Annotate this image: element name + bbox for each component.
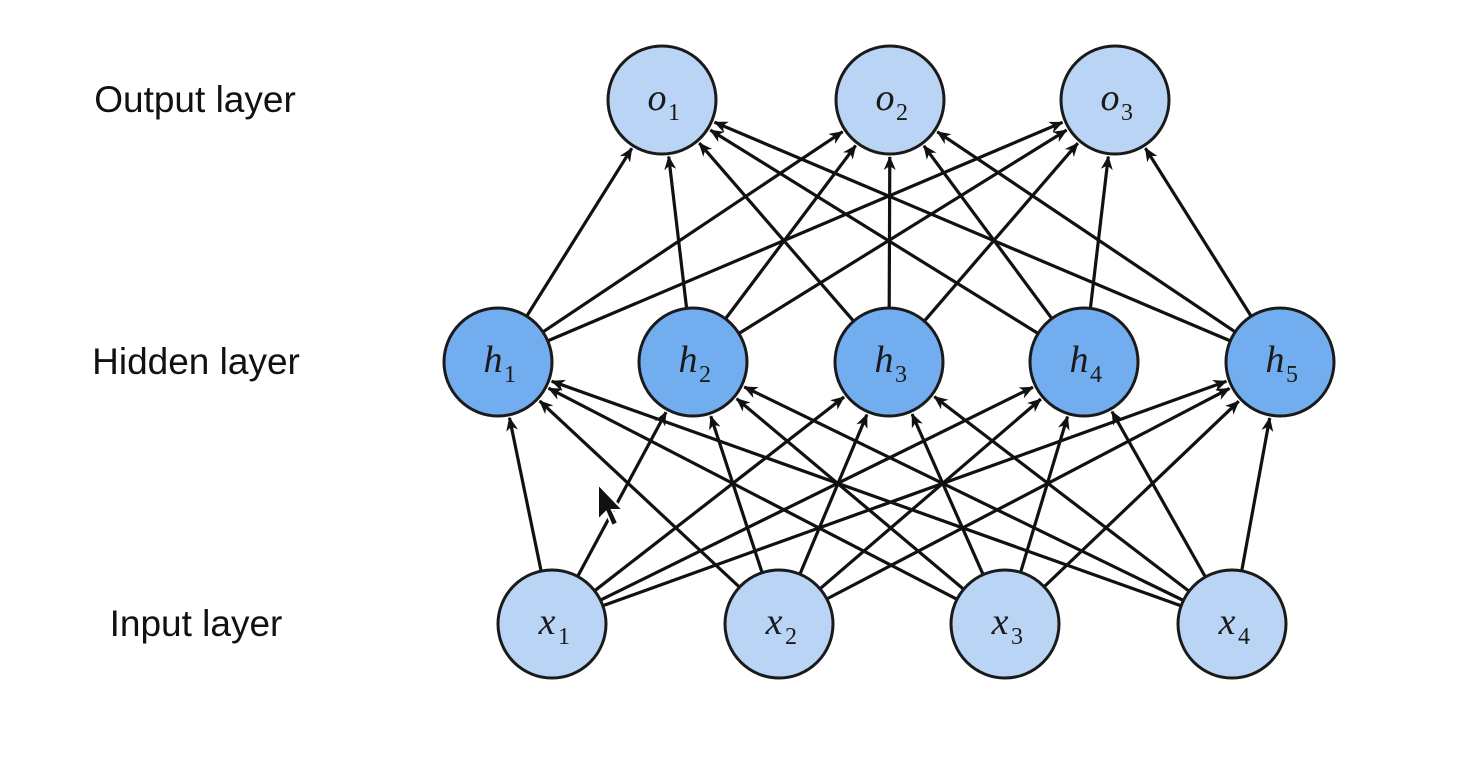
node-subscript: 3: [895, 362, 907, 388]
node-variable: o: [648, 77, 667, 119]
edge-hidden2-to-output1: [664, 155, 689, 308]
node-subscript: 4: [1238, 624, 1250, 650]
node-circle: [833, 306, 945, 418]
node-variable: o: [1101, 77, 1120, 119]
node-circle: [723, 568, 835, 680]
node-circle: [606, 44, 718, 156]
node-variable: h: [875, 339, 894, 381]
output-layer-label: Output layer: [94, 79, 296, 120]
node-circle: [834, 44, 946, 156]
edge-hidden3-to-output3: [923, 142, 1080, 322]
node-variable: x: [765, 601, 783, 643]
edge-input4-to-hidden2: [743, 385, 1184, 602]
node-circle: [442, 306, 554, 418]
connection-edges: [506, 120, 1274, 608]
node-variable: h: [1266, 339, 1285, 381]
edge-hidden5-to-output2: [936, 130, 1236, 333]
edge-hidden5-to-output3: [1144, 147, 1253, 317]
node-subscript: 2: [896, 100, 908, 126]
edge-input1-to-hidden3: [594, 395, 845, 592]
node-subscript: 5: [1286, 362, 1298, 388]
node-circle: [1176, 568, 1288, 680]
node-variable: h: [679, 339, 698, 381]
node-variable: x: [991, 601, 1009, 643]
node-circle: [949, 568, 1061, 680]
node-circle: [496, 568, 608, 680]
edge-input2-to-hidden3: [798, 413, 869, 574]
edge-input3-to-hidden1: [547, 386, 957, 601]
node-variable: h: [484, 339, 503, 381]
node-subscript: 1: [558, 624, 570, 650]
node-variable: x: [1218, 601, 1236, 643]
node-subscript: 1: [668, 100, 680, 126]
node-subscript: 3: [1011, 624, 1023, 650]
node-subscript: 2: [785, 624, 797, 650]
hidden-layer-label: Hidden layer: [92, 341, 300, 382]
edge-hidden1-to-output2: [542, 130, 844, 333]
edge-input4-to-hidden5: [1240, 417, 1274, 571]
edge-input4-to-hidden4: [1110, 410, 1207, 577]
edge-hidden2-to-output3: [738, 128, 1068, 335]
node-variable: h: [1070, 339, 1089, 381]
edge-input1-to-hidden2: [576, 411, 668, 577]
node-circle: [1028, 306, 1140, 418]
edge-input1-to-hidden1: [506, 416, 543, 571]
node-variable: x: [538, 601, 556, 643]
node-subscript: 2: [699, 362, 711, 388]
edge-hidden2-to-output2: [724, 144, 857, 319]
mouse-pointer-icon: [597, 481, 626, 528]
node-circle: [1224, 306, 1336, 418]
edge-hidden5-to-output1: [713, 120, 1231, 342]
edge-input3-to-hidden3: [910, 413, 985, 575]
edge-hidden4-to-output2: [922, 144, 1053, 319]
edge-input3-to-hidden2: [735, 397, 964, 590]
node-circle: [637, 306, 749, 418]
edge-input4-to-hidden3: [933, 395, 1190, 592]
edge-input2-to-hidden1: [538, 399, 740, 588]
edge-hidden1-to-output1: [525, 147, 634, 317]
edge-input3-to-hidden4: [1019, 415, 1070, 572]
edge-input1-to-hidden4: [600, 385, 1034, 602]
edge-hidden3-to-output1: [698, 142, 855, 322]
node-subscript: 1: [504, 362, 516, 388]
node-circle: [1059, 44, 1171, 156]
node-subscript: 4: [1090, 362, 1102, 388]
edge-input3-to-hidden5: [1043, 400, 1240, 588]
edge-input4-to-hidden1: [550, 379, 1181, 608]
input-layer-label: Input layer: [110, 603, 283, 644]
edge-hidden4-to-output1: [709, 128, 1039, 335]
node-variable: o: [876, 77, 895, 119]
edge-hidden3-to-output2: [883, 156, 896, 308]
node-subscript: 3: [1121, 100, 1133, 126]
edge-input2-to-hidden4: [819, 397, 1042, 590]
edge-input2-to-hidden5: [826, 386, 1231, 600]
